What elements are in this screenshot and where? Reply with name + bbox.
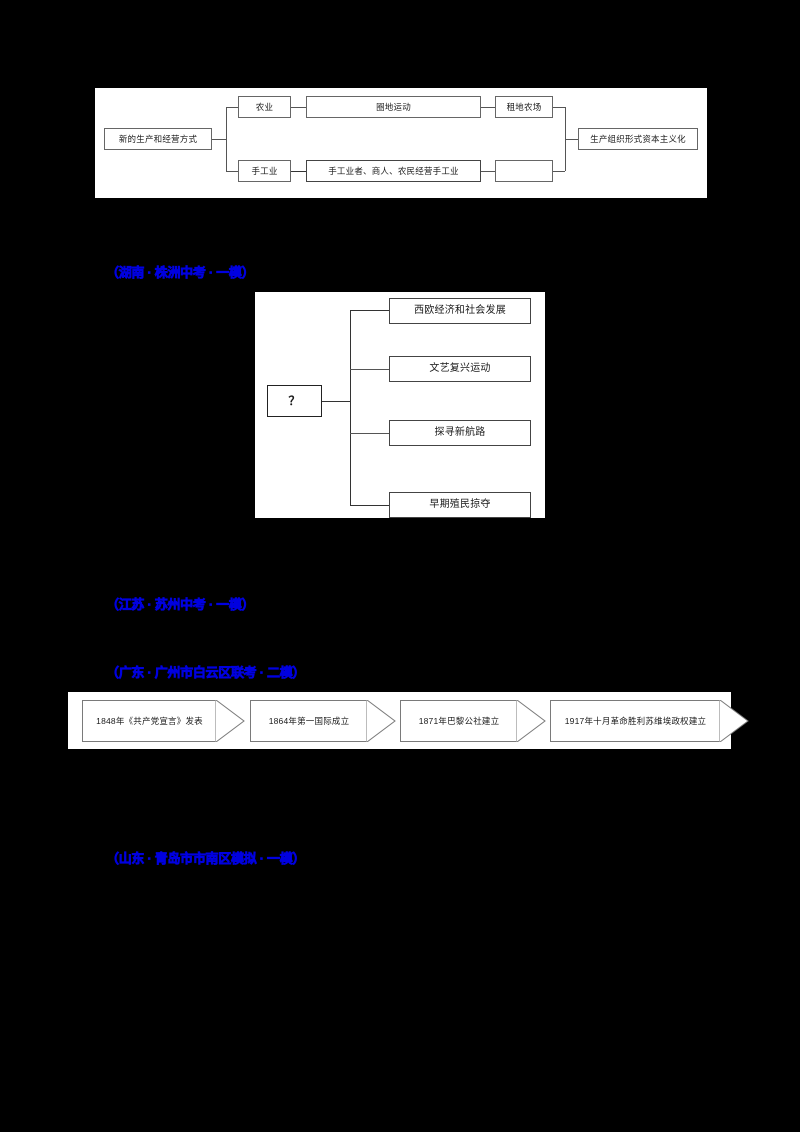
flowchart-panel: 新的生产和经营方式 农业 圈地运动 租地农场 手工业 手工业者、商人、农民经营手… — [95, 88, 707, 198]
flow-branch-0-middle: 圈地运动 — [306, 96, 481, 118]
flow-right-bracket-top-arm — [553, 107, 565, 108]
flow-branch-1-label: 手工业 — [238, 160, 291, 182]
flow-branch-1-connector-b — [481, 171, 495, 172]
chevron-arrow-icon — [366, 700, 396, 742]
heading-4: （山东 · 青岛市市南区模拟 · 一模） — [106, 851, 306, 867]
branch-item-0: 西欧经济和社会发展 — [389, 298, 531, 324]
branch-diagram-panel: ？ 西欧经济和社会发展 文艺复兴运动 探寻新航路 早期殖民掠夺 — [255, 292, 545, 518]
flow-branch-1-result-empty — [495, 160, 553, 182]
flow-left-bracket-spine — [226, 107, 227, 171]
branch-arm-2 — [350, 433, 389, 434]
branch-root-box: ？ — [267, 385, 322, 417]
branch-item-3: 早期殖民掠夺 — [389, 492, 531, 518]
branch-item-1: 文艺复兴运动 — [389, 356, 531, 382]
flow-branch-0-connector-b — [481, 107, 495, 108]
flow-left-bracket-top-arm — [226, 107, 238, 108]
flow-branch-1-middle: 手工业者、商人、农民经营手工业 — [306, 160, 481, 182]
flow-outcome-connector — [565, 139, 578, 140]
flow-outcome-box: 生产组织形式资本主义化 — [578, 128, 698, 150]
timeline-event-3: 1917年十月革命胜利苏维埃政权建立 — [550, 700, 753, 742]
flow-branch-1-connector-a — [291, 171, 306, 173]
timeline-event-1-label: 1864年第一国际成立 — [250, 700, 368, 742]
chevron-arrow-icon — [516, 700, 546, 742]
flow-right-bracket-bottom-arm — [553, 171, 565, 172]
flow-branch-0-connector-a — [291, 107, 306, 108]
flow-branch-0-result: 租地农场 — [495, 96, 553, 118]
branch-arm-3 — [350, 505, 389, 507]
heading-3: （广东 · 广州市白云区联考 · 二模） — [106, 665, 306, 681]
branch-root-connector — [322, 401, 350, 403]
flow-root-box: 新的生产和经营方式 — [104, 128, 212, 150]
timeline-panel: 1848年《共产党宣言》发表 1864年第一国际成立 1871年巴黎公社建立 — [68, 692, 749, 749]
heading-2: （江苏 · 苏州中考 · 一模） — [106, 597, 255, 613]
branch-arm-1 — [350, 369, 389, 370]
heading-1: （湖南 · 株洲中考 · 一模） — [106, 265, 255, 281]
timeline-event-2-label: 1871年巴黎公社建立 — [400, 700, 518, 742]
chevron-arrow-icon — [719, 700, 749, 742]
branch-arm-0 — [350, 310, 389, 312]
timeline-event-0: 1848年《共产党宣言》发表 — [82, 700, 250, 742]
branch-spine — [350, 310, 352, 505]
timeline-event-2: 1871年巴黎公社建立 — [400, 700, 550, 742]
timeline-event-1: 1864年第一国际成立 — [250, 700, 400, 742]
flow-root-connector — [212, 139, 226, 140]
branch-item-2: 探寻新航路 — [389, 420, 531, 446]
timeline-event-0-label: 1848年《共产党宣言》发表 — [82, 700, 217, 742]
chevron-arrow-icon — [215, 700, 245, 742]
timeline-event-3-label: 1917年十月革命胜利苏维埃政权建立 — [550, 700, 721, 742]
flow-left-bracket-bottom-arm — [226, 171, 238, 172]
flow-branch-0-label: 农业 — [238, 96, 291, 118]
